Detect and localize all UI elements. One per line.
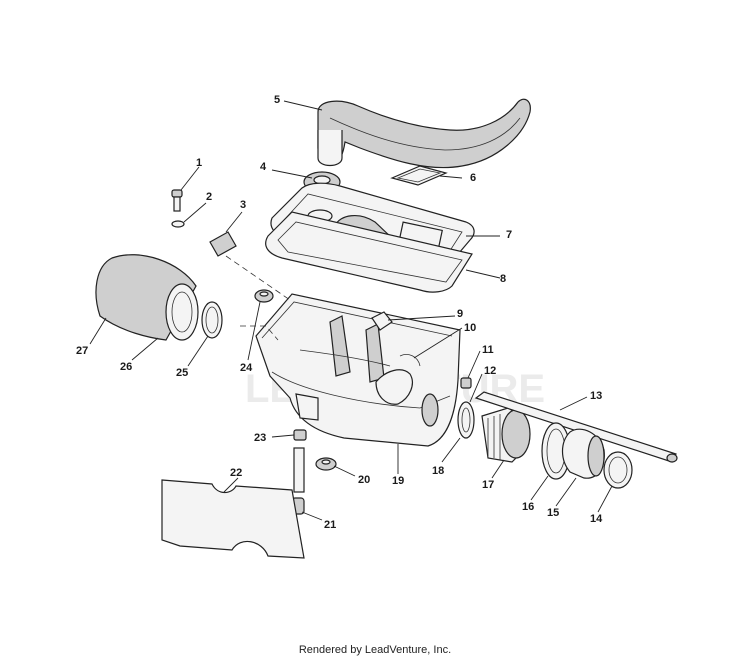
callout-6: 6 xyxy=(470,172,476,184)
part-1-screw xyxy=(171,189,183,212)
assembly-line-foam xyxy=(225,255,291,301)
callout-22: 22 xyxy=(230,467,242,479)
part-8-seal-gasket xyxy=(265,211,473,293)
part-19-airbox-body xyxy=(255,293,461,447)
callout-14: 14 xyxy=(590,513,603,525)
part-24-fitting xyxy=(254,289,274,303)
part-17-outlet-adapter xyxy=(481,407,531,463)
part-20-spacer xyxy=(315,457,337,471)
callout-labels: 1 2 3 4 5 6 7 8 9 10 11 12 13 14 15 16 1… xyxy=(76,94,603,531)
callout-10: 10 xyxy=(464,322,476,334)
assembly-line-hose xyxy=(240,325,279,341)
part-27-air-filter xyxy=(95,254,199,341)
callout-16: 16 xyxy=(522,501,534,513)
callout-23: 23 xyxy=(254,432,266,444)
callout-5: 5 xyxy=(274,94,280,106)
callout-27: 27 xyxy=(76,345,88,357)
callout-21: 21 xyxy=(324,519,336,531)
callout-4: 4 xyxy=(260,161,267,173)
part-12-o-ring xyxy=(457,401,475,439)
part-5-intake-snorkel xyxy=(317,98,531,169)
part-6-foam-pad xyxy=(390,165,448,186)
part-22-pre-filter xyxy=(161,479,305,559)
callout-19: 19 xyxy=(392,475,404,487)
callout-26: 26 xyxy=(120,361,132,373)
leader-lines xyxy=(89,100,613,521)
callout-3: 3 xyxy=(240,199,246,211)
callout-7: 7 xyxy=(506,229,512,241)
callout-1: 1 xyxy=(196,157,202,169)
callout-8: 8 xyxy=(500,273,506,285)
part-3-foam-block xyxy=(209,231,237,257)
part-23-fitting xyxy=(293,429,307,441)
part-14-clamp xyxy=(603,451,633,489)
callout-12: 12 xyxy=(484,365,496,377)
callout-20: 20 xyxy=(358,474,370,486)
render-credit: Rendered by LeadVenture, Inc. xyxy=(298,644,452,656)
callout-9: 9 xyxy=(457,308,463,320)
drain-hose xyxy=(293,447,305,493)
callout-2: 2 xyxy=(206,191,212,203)
part-15-boot xyxy=(561,428,605,479)
part-9-10-fittings xyxy=(371,311,421,367)
part-13-drain-tube xyxy=(474,391,678,463)
part-2-washer xyxy=(171,220,185,228)
callout-24: 24 xyxy=(240,362,253,374)
part-11-plug xyxy=(460,377,472,389)
callout-18: 18 xyxy=(432,465,444,477)
callout-11: 11 xyxy=(482,344,494,356)
callout-25: 25 xyxy=(176,367,188,379)
callout-17: 17 xyxy=(482,479,494,491)
callout-13: 13 xyxy=(590,390,602,402)
part-25-filter-clamp xyxy=(201,301,223,339)
callout-15: 15 xyxy=(547,507,559,519)
